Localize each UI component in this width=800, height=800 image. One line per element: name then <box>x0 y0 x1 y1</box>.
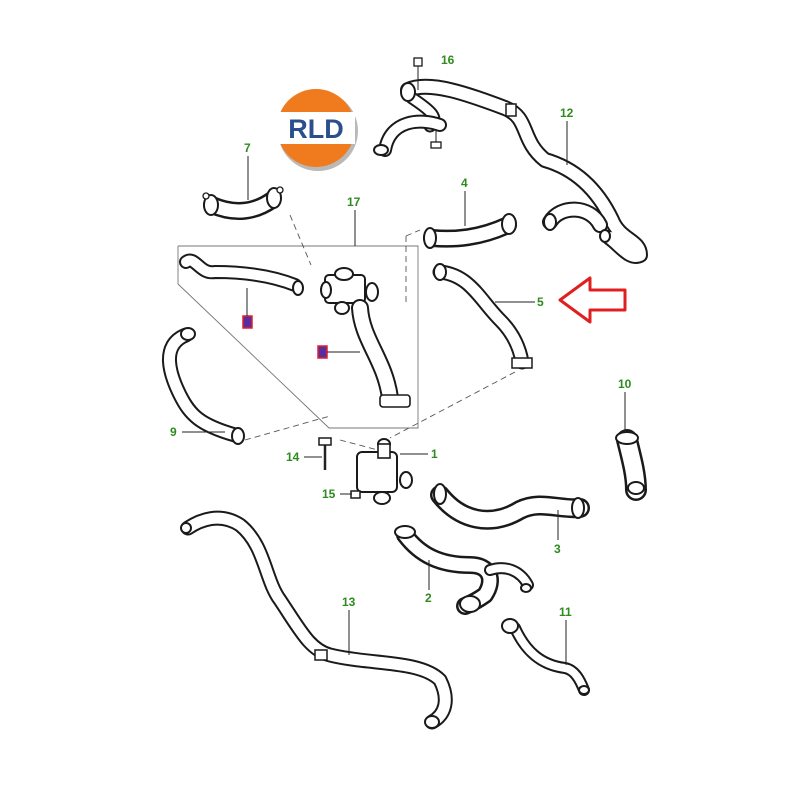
part-16-clip <box>413 57 423 90</box>
callout-3: 3 <box>554 542 561 556</box>
hose-8-lower <box>351 299 411 408</box>
callout-16: 16 <box>441 53 455 67</box>
hose-11 <box>501 618 590 696</box>
water-outlet-1 <box>356 438 413 505</box>
hose-7 <box>202 186 284 220</box>
leader-lines <box>182 121 626 665</box>
hose-5 <box>432 263 533 370</box>
hose-4 <box>423 213 517 249</box>
part-marker-upper <box>242 315 253 329</box>
callout-11: 11 <box>559 605 572 619</box>
callout-5: 5 <box>537 295 544 309</box>
callout-1: 1 <box>431 447 438 461</box>
callout-17: 17 <box>347 195 361 209</box>
callout-2: 2 <box>425 591 432 605</box>
bolt-15 <box>350 490 361 499</box>
rld-logo: RLD <box>277 89 358 171</box>
callout-12: 12 <box>560 106 574 120</box>
hose-10 <box>615 429 647 501</box>
callout-labels: 1 2 3 4 5 7 9 10 11 12 13 14 15 16 17 <box>170 53 632 619</box>
hose-9 <box>162 327 245 445</box>
part-marker-lower <box>317 345 328 359</box>
callout-13: 13 <box>342 595 356 609</box>
callout-15: 15 <box>322 487 336 501</box>
assembly-dashed-lines <box>244 214 516 451</box>
callout-7: 7 <box>244 141 251 155</box>
hose-3 <box>430 483 590 530</box>
callout-4: 4 <box>461 176 468 190</box>
logo-text: RLD <box>288 114 344 144</box>
hose-2 <box>394 525 534 615</box>
highlight-arrow <box>558 276 627 324</box>
callout-9: 9 <box>170 425 177 439</box>
callout-10: 10 <box>618 377 632 391</box>
callout-14: 14 <box>286 450 300 464</box>
group-box-17 <box>177 210 419 429</box>
hose-13 <box>180 510 453 730</box>
hose-12 <box>373 78 648 264</box>
thermostat-housing-17 <box>320 267 379 315</box>
bolt-14 <box>318 437 332 470</box>
hose-8-upper <box>179 253 304 296</box>
